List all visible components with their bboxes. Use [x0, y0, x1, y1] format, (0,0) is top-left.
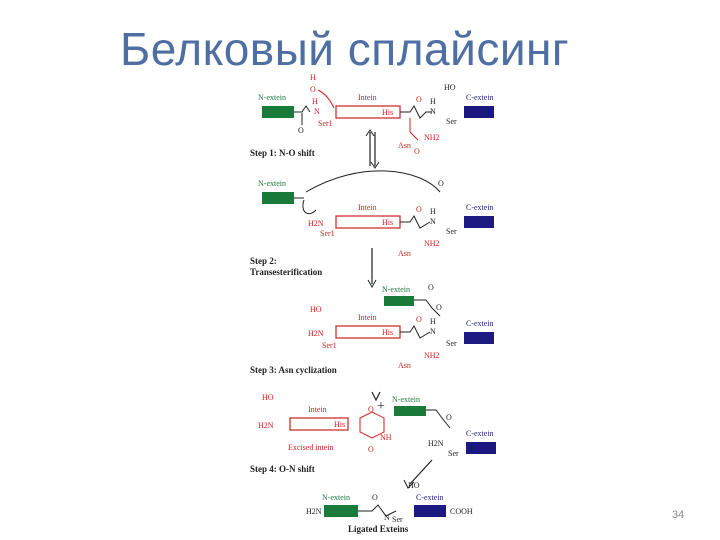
ester-o-3b: O	[436, 303, 442, 312]
his-label-2: His	[382, 218, 393, 227]
plus-sign: +	[377, 399, 385, 414]
amide-h-2: H	[430, 207, 436, 216]
c-extein-label: C-extein	[466, 93, 494, 102]
step2-label-a: Step 2:	[250, 256, 277, 266]
asn-nh2-3: NH2	[424, 351, 440, 360]
succinimide-ring	[359, 411, 385, 439]
h2n-4b: H2N	[428, 439, 444, 448]
cext-amide-n: N	[430, 107, 436, 116]
c-extein-block	[464, 106, 494, 118]
h2n-4: H2N	[258, 421, 274, 430]
c-extein-label-3: C-extein	[466, 319, 494, 328]
excised-intein-label: Excised intein	[288, 443, 334, 452]
arrow-2	[367, 248, 377, 289]
equilibrium-arrow	[365, 129, 380, 169]
n-extein-label-3: N-extein	[382, 285, 410, 294]
ser-ho: HO	[444, 83, 456, 92]
intein-block-4	[289, 417, 349, 431]
h2n-2: H2N	[308, 219, 324, 228]
succinimide-o-bottom: O	[368, 445, 374, 454]
amide-n: N	[314, 107, 320, 116]
c-extein-label-5: C-extein	[416, 493, 444, 502]
n-extein-label-5: N-extein	[322, 493, 350, 502]
asn-label: Asn	[398, 141, 411, 150]
carbonyl-o-2: O	[416, 205, 422, 214]
step4-label: Step 4: O-N shift	[250, 464, 315, 474]
ligated-exteins-label: Ligated Exteins	[348, 524, 409, 534]
n-extein-label-2: N-extein	[258, 179, 286, 188]
asn-label-2: Asn	[398, 249, 411, 258]
arrow-4	[403, 459, 433, 489]
c-extein-block-5	[414, 505, 446, 517]
succinimide-nh: NH	[380, 433, 392, 442]
c-extein-label-2: C-extein	[466, 203, 494, 212]
ester-o-4: O	[446, 413, 452, 422]
ho-5: HO	[408, 481, 420, 490]
ho-3: HO	[310, 305, 322, 314]
n-extein-block-5	[324, 505, 358, 517]
panel-cleavage: HO H2N Intein His O NH O Excised intein …	[258, 393, 496, 458]
h2n-3: H2N	[308, 329, 324, 338]
n-extein-block-2	[262, 192, 294, 204]
amide-o-5: O	[372, 493, 378, 502]
his-label-4: His	[334, 420, 345, 429]
step3-label: Step 3: Asn cyclization	[250, 365, 337, 375]
ser-label-3: Ser	[446, 339, 457, 348]
hydroxyl-h: H	[310, 73, 316, 82]
his-label-3: His	[382, 328, 393, 337]
cext-amide-h: H	[430, 97, 436, 106]
ser1-label-2: Ser1	[320, 229, 335, 238]
ho-4: HO	[262, 393, 274, 402]
hydroxyl-o: O	[310, 85, 316, 94]
step1-label: Step 1: N-O shift	[250, 148, 315, 158]
ser1-label-3: Ser1	[322, 341, 337, 350]
carbonyl-o: O	[298, 126, 304, 135]
ser-o-2: O	[438, 179, 444, 188]
panel-thioester: N-extein H2N Ser1 Intein His O H N O Ser…	[258, 170, 494, 258]
amide-h: H	[312, 97, 318, 106]
n-extein-label-4: N-extein	[392, 395, 420, 404]
step2-label-b: Transesterification	[250, 267, 322, 277]
asn-nh2: NH2	[424, 133, 440, 142]
n-extein-label: N-extein	[258, 93, 286, 102]
page-number: 34	[672, 509, 685, 521]
c-extein-block-3	[464, 332, 494, 344]
amide-n-2: N	[430, 217, 436, 226]
intein-label-4: Intein	[308, 405, 327, 414]
panel-ligated: N-extein H2N O N HO Ser C-extein COOH Li…	[306, 481, 473, 534]
succinimide-o-top: O	[368, 405, 374, 414]
ester-o-3: O	[428, 283, 434, 292]
intein-label-2: Intein	[358, 203, 377, 212]
intein-label-3: Intein	[358, 313, 377, 322]
n-extein-block-4	[394, 406, 426, 416]
ser-label-2: Ser	[446, 227, 457, 236]
asn-nh2-2: NH2	[424, 239, 440, 248]
carbonyl-o-3: O	[416, 315, 422, 324]
attack-arrow	[305, 170, 441, 193]
panel-branched: N-extein O O HO H2N Ser1 Intein His O H …	[308, 283, 494, 370]
n-extein-block	[262, 106, 294, 118]
ser1-label: Ser1	[318, 119, 333, 128]
asn-carbonyl-o: O	[416, 95, 422, 104]
his-label: His	[382, 108, 393, 117]
slide-title: Белковый сплайсинг	[120, 23, 570, 75]
ser-label-5: Ser	[392, 515, 403, 524]
h2n-5: H2N	[306, 507, 322, 516]
amide-n-5: N	[384, 513, 390, 522]
asn-side-o: O	[414, 147, 420, 156]
panel-initial: N-extein O H O H N Ser1 Intein His O H N…	[258, 73, 494, 156]
ser-label-4: Ser	[448, 449, 459, 458]
arrow-3	[371, 391, 381, 402]
ser-label: Ser	[446, 117, 457, 126]
amide-h-3: H	[430, 317, 436, 326]
c-extein-block-2	[464, 216, 494, 228]
amide-n-3: N	[430, 327, 436, 336]
n-extein-block-3	[384, 296, 414, 306]
c-extein-label-4: C-extein	[466, 429, 494, 438]
intein-label: Intein	[358, 93, 377, 102]
c-extein-block-4	[466, 442, 496, 454]
cooh-5: COOH	[450, 507, 473, 516]
asn-label-3: Asn	[398, 361, 411, 370]
